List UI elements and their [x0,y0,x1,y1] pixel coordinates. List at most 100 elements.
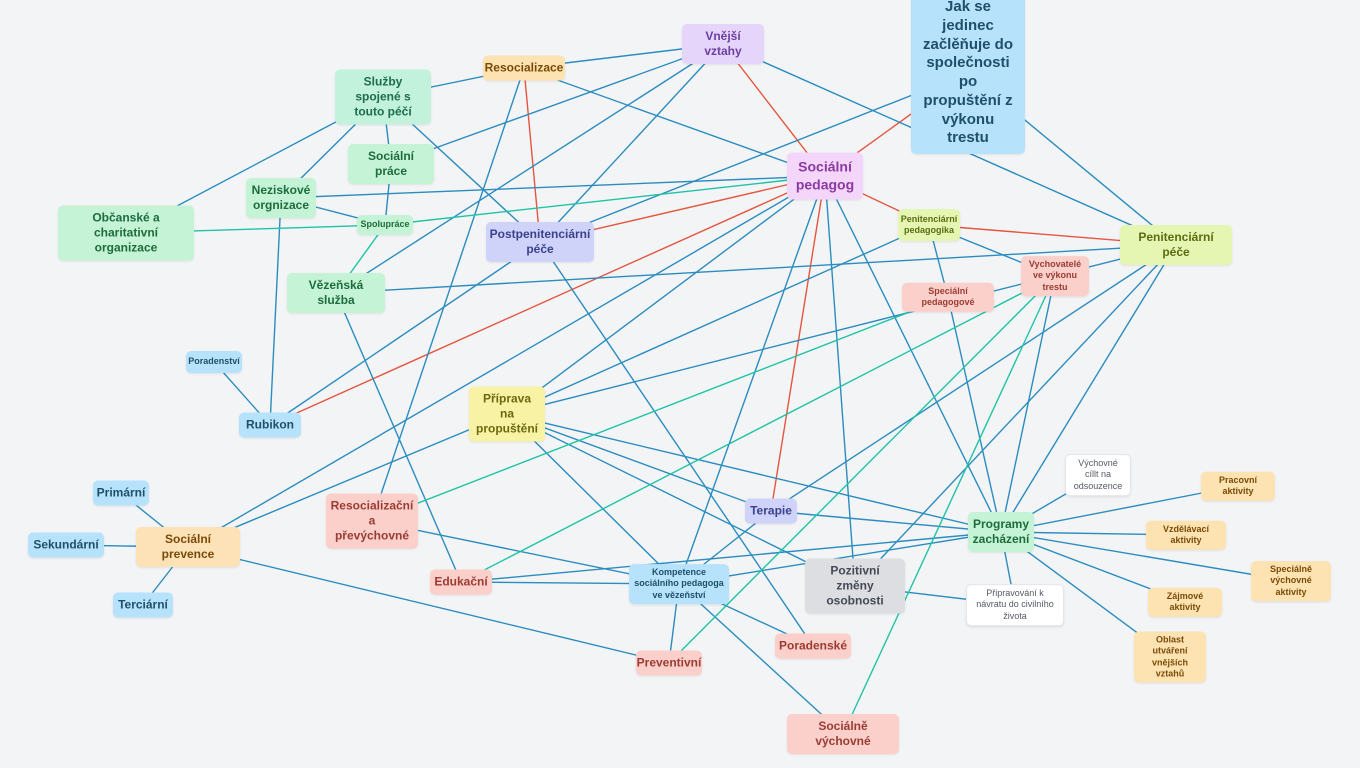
edge-spec_ped-resoc_prev [371,296,949,522]
edge-priprava-pozitivni [506,413,856,587]
edge-postpen-poradenske [539,241,814,647]
node-label: Rubikon [246,417,294,432]
node-obcanske[interactable]: Občanské a charitativní organizace [58,205,194,261]
node-vnejsi[interactable]: Vnější vztahy [682,24,764,64]
node-soc-ped[interactable]: Sociální pedagog [787,152,863,200]
node-soc-prev[interactable]: Sociální prevence [136,527,240,567]
node-label: Programy zacházení [972,517,1030,546]
edge-priprava-kompetence [506,413,680,585]
node-label: Sociálně výchovné [815,719,871,748]
edge-vychovatele-soc_vych [842,275,1056,735]
edge-soc_ped-programy [824,175,1002,533]
edge-priprava-terapie [506,413,772,512]
edge-pen_ped-priprava [506,224,930,415]
edge-vnejsi-vezenska [335,43,724,294]
node-sekundarni[interactable]: Sekundární [28,532,104,558]
edge-vezenska-edukacni [335,292,462,583]
edge-resoc-postpen [523,67,541,243]
node-label: Zájmové aktivity [1166,590,1204,612]
edge-priprava-programy [506,413,1002,533]
node-programy[interactable]: Programy zacházení [968,512,1034,552]
node-label: Edukační [434,574,488,589]
node-spoluprace[interactable]: Spolupráce [357,215,413,235]
node-label: Postpenitenciární péče [489,227,591,256]
node-label: Spolupráce [360,219,410,230]
node-label: Terapie [750,503,792,518]
node-poradenstvi[interactable]: Poradenství [186,351,242,373]
node-soc-prace[interactable]: Sociální práce [348,144,434,184]
node-poradenske[interactable]: Poradenské [775,633,851,659]
node-pen-pece[interactable]: Penitenciární péče [1120,225,1232,265]
node-label: Primární [96,485,146,500]
edge-spec_ped-programy [947,296,1002,533]
node-spec-ped[interactable]: Speciální pedagogové [902,282,994,312]
node-label: Vězeňská služba [308,278,364,307]
edge-kompetence-soc_vych [678,583,844,735]
node-pozitivni[interactable]: Pozitivní změny osobnosti [805,558,905,614]
edge-vychovatele-programy [1000,275,1056,533]
node-zajmove[interactable]: Zájmové aktivity [1148,587,1222,617]
edge-soc_ped-rubikon [269,175,826,426]
node-specialne[interactable]: Speciálně výchovné aktivity [1251,561,1331,601]
node-label: Výchovné cíllt na odsouzence [1073,458,1123,491]
node-label: Vychovatelé ve výkonu trestu [1028,259,1082,292]
edge-resoc_prev-kompetence [371,520,680,585]
node-label: Speciálně výchovné aktivity [1269,564,1313,597]
node-vychovatele[interactable]: Vychovatelé ve výkonu trestu [1021,256,1089,296]
node-resoc[interactable]: Resocializace [483,55,565,81]
node-jak[interactable]: Jak se jedinec začlěňuje do společnosti … [911,0,1025,154]
node-label: Sociální pedagog [795,158,855,193]
edge-programy-pracovni [1000,485,1239,533]
node-label: Připravování k návratu do civilního živo… [976,588,1054,621]
node-label: Občanské a charitativní organizace [92,210,160,255]
edge-priprava-soc_prev [187,413,508,548]
node-label: Terciární [118,597,168,612]
node-sluzby[interactable]: Služby spojené s touto péčí [335,69,431,125]
node-primarni[interactable]: Primární [93,480,149,506]
edge-terapie-programy [770,510,1002,533]
node-vzdelavaci[interactable]: Vzdělávací aktivity [1146,520,1226,550]
node-pripravovani[interactable]: Připravování k návratu do civilního živo… [966,584,1064,626]
node-label: Příprava na propuštění [476,391,538,436]
node-label: Sociální prevence [161,532,215,561]
node-priprava[interactable]: Příprava na propuštění [469,386,545,442]
node-resoc-prev[interactable]: Resocializační a převýchovné [326,493,418,549]
edge-resoc-soc_ped [523,67,826,177]
node-edukacni[interactable]: Edukační [430,569,492,595]
edge-pen_pece-terapie [770,244,1177,512]
node-label: Oblast utváření vnějších vztahů [1151,634,1189,679]
node-postpen[interactable]: Postpenitenciární péče [486,222,594,262]
node-terciarni[interactable]: Terciární [113,592,173,618]
edge-programy-specialne [1000,531,1292,582]
edge-vychovatele-edukacni [460,275,1056,583]
node-label: Penitenciární péče [1138,230,1214,259]
node-rubikon[interactable]: Rubikon [239,412,301,438]
edge-soc_ped-soc_prev [187,175,826,548]
node-kompetence[interactable]: Kompetence sociálního pedagoga ve vězeňs… [629,564,729,604]
edge-soc_ped-terapie [770,175,826,512]
edge-pen_pece-pozitivni [854,244,1177,587]
node-preventivni[interactable]: Preventivní [636,650,702,676]
node-oblast[interactable]: Oblast utváření vnějších vztahů [1134,631,1206,683]
edge-resoc-resoc_prev [371,67,525,522]
node-soc-vych[interactable]: Sociálně výchovné [787,714,899,754]
node-label: Pozitivní změny osobnosti [826,563,884,608]
node-vych-cile[interactable]: Výchovné cíllt na odsouzence [1065,454,1131,496]
node-vezenska[interactable]: Vězeňská služba [287,273,385,313]
node-label: Poradenství [188,356,240,367]
edge-vnejsi-postpen [539,43,724,243]
node-label: Kompetence sociálního pedagoga ve vězeňs… [634,567,724,600]
node-label: Poradenské [778,638,848,653]
edge-soc_prev-preventivni [187,546,670,664]
node-label: Speciální pedagogové [921,285,975,307]
node-pracovni[interactable]: Pracovní aktivity [1201,471,1275,501]
edge-soc_ped-priprava [506,175,826,415]
node-terapie[interactable]: Terapie [745,498,797,524]
node-label: Jak se jedinec začlěňuje do společnosti … [922,0,1014,147]
node-pen-ped[interactable]: Penitenciární pedagogika [898,209,960,241]
node-nezisk[interactable]: Neziskové orgnizace [246,178,316,218]
edge-nezisk-rubikon [269,197,282,426]
edge-rubikon-postpen [269,241,541,426]
edge-jak-postpen [539,72,969,243]
